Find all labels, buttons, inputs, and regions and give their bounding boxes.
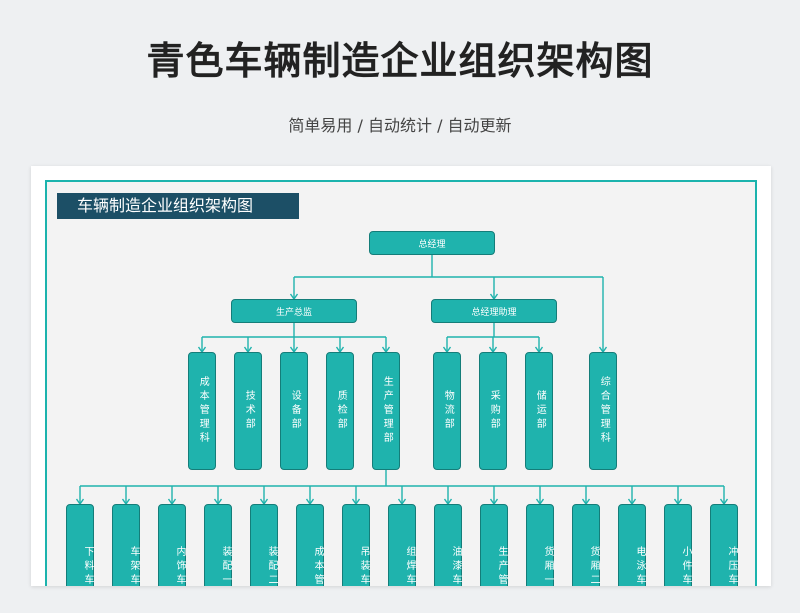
chart-title: 车辆制造企业组织架构图 xyxy=(57,193,299,219)
node-dept-equipment[interactable]: 设备部 xyxy=(280,352,308,470)
node-dept-admin[interactable]: 综合管理科 xyxy=(589,352,617,470)
page-title: 青色车辆制造企业组织架构图 xyxy=(146,39,654,83)
node-dept-qc[interactable]: 质检部 xyxy=(326,352,354,470)
node-workshop-5[interactable]: 装配二 xyxy=(250,504,278,586)
node-workshop-3[interactable]: 内饰车 xyxy=(158,504,186,586)
node-workshop-1[interactable]: 下料车 xyxy=(66,504,94,586)
node-production-director[interactable]: 生产总监 xyxy=(231,299,357,323)
node-workshop-12[interactable]: 货厢二 xyxy=(572,504,600,586)
node-dept-logistics[interactable]: 物流部 xyxy=(433,352,461,470)
node-workshop-8[interactable]: 组焊车 xyxy=(388,504,416,586)
chart-card: 车辆制造企业组织架构图 总经理 生产总监 总经理助理 成本管理科 技术部 设备部… xyxy=(31,166,771,586)
node-dept-cost[interactable]: 成本管理科 xyxy=(188,352,216,470)
node-workshop-13[interactable]: 电泳车 xyxy=(618,504,646,586)
page-subtitle: 简单易用 / 自动统计 / 自动更新 xyxy=(288,116,512,135)
node-workshop-2[interactable]: 车架车 xyxy=(112,504,140,586)
node-dept-purchase[interactable]: 采购部 xyxy=(479,352,507,470)
node-workshop-15[interactable]: 冲压车 xyxy=(710,504,738,586)
node-workshop-11[interactable]: 货厢一 xyxy=(526,504,554,586)
node-workshop-7[interactable]: 吊装车 xyxy=(342,504,370,586)
node-workshop-9[interactable]: 油漆车 xyxy=(434,504,462,586)
org-chart-sheet: 车辆制造企业组织架构图 总经理 生产总监 总经理助理 成本管理科 技术部 设备部… xyxy=(45,180,757,586)
node-dept-production[interactable]: 生产管理部 xyxy=(372,352,400,470)
node-gm-assistant[interactable]: 总经理助理 xyxy=(431,299,557,323)
node-workshop-14[interactable]: 小件车 xyxy=(664,504,692,586)
node-dept-tech[interactable]: 技术部 xyxy=(234,352,262,470)
node-root[interactable]: 总经理 xyxy=(369,231,495,255)
node-workshop-10[interactable]: 生产管 xyxy=(480,504,508,586)
node-workshop-6[interactable]: 成本管 xyxy=(296,504,324,586)
node-dept-storage[interactable]: 储运部 xyxy=(525,352,553,470)
node-workshop-4[interactable]: 装配一 xyxy=(204,504,232,586)
